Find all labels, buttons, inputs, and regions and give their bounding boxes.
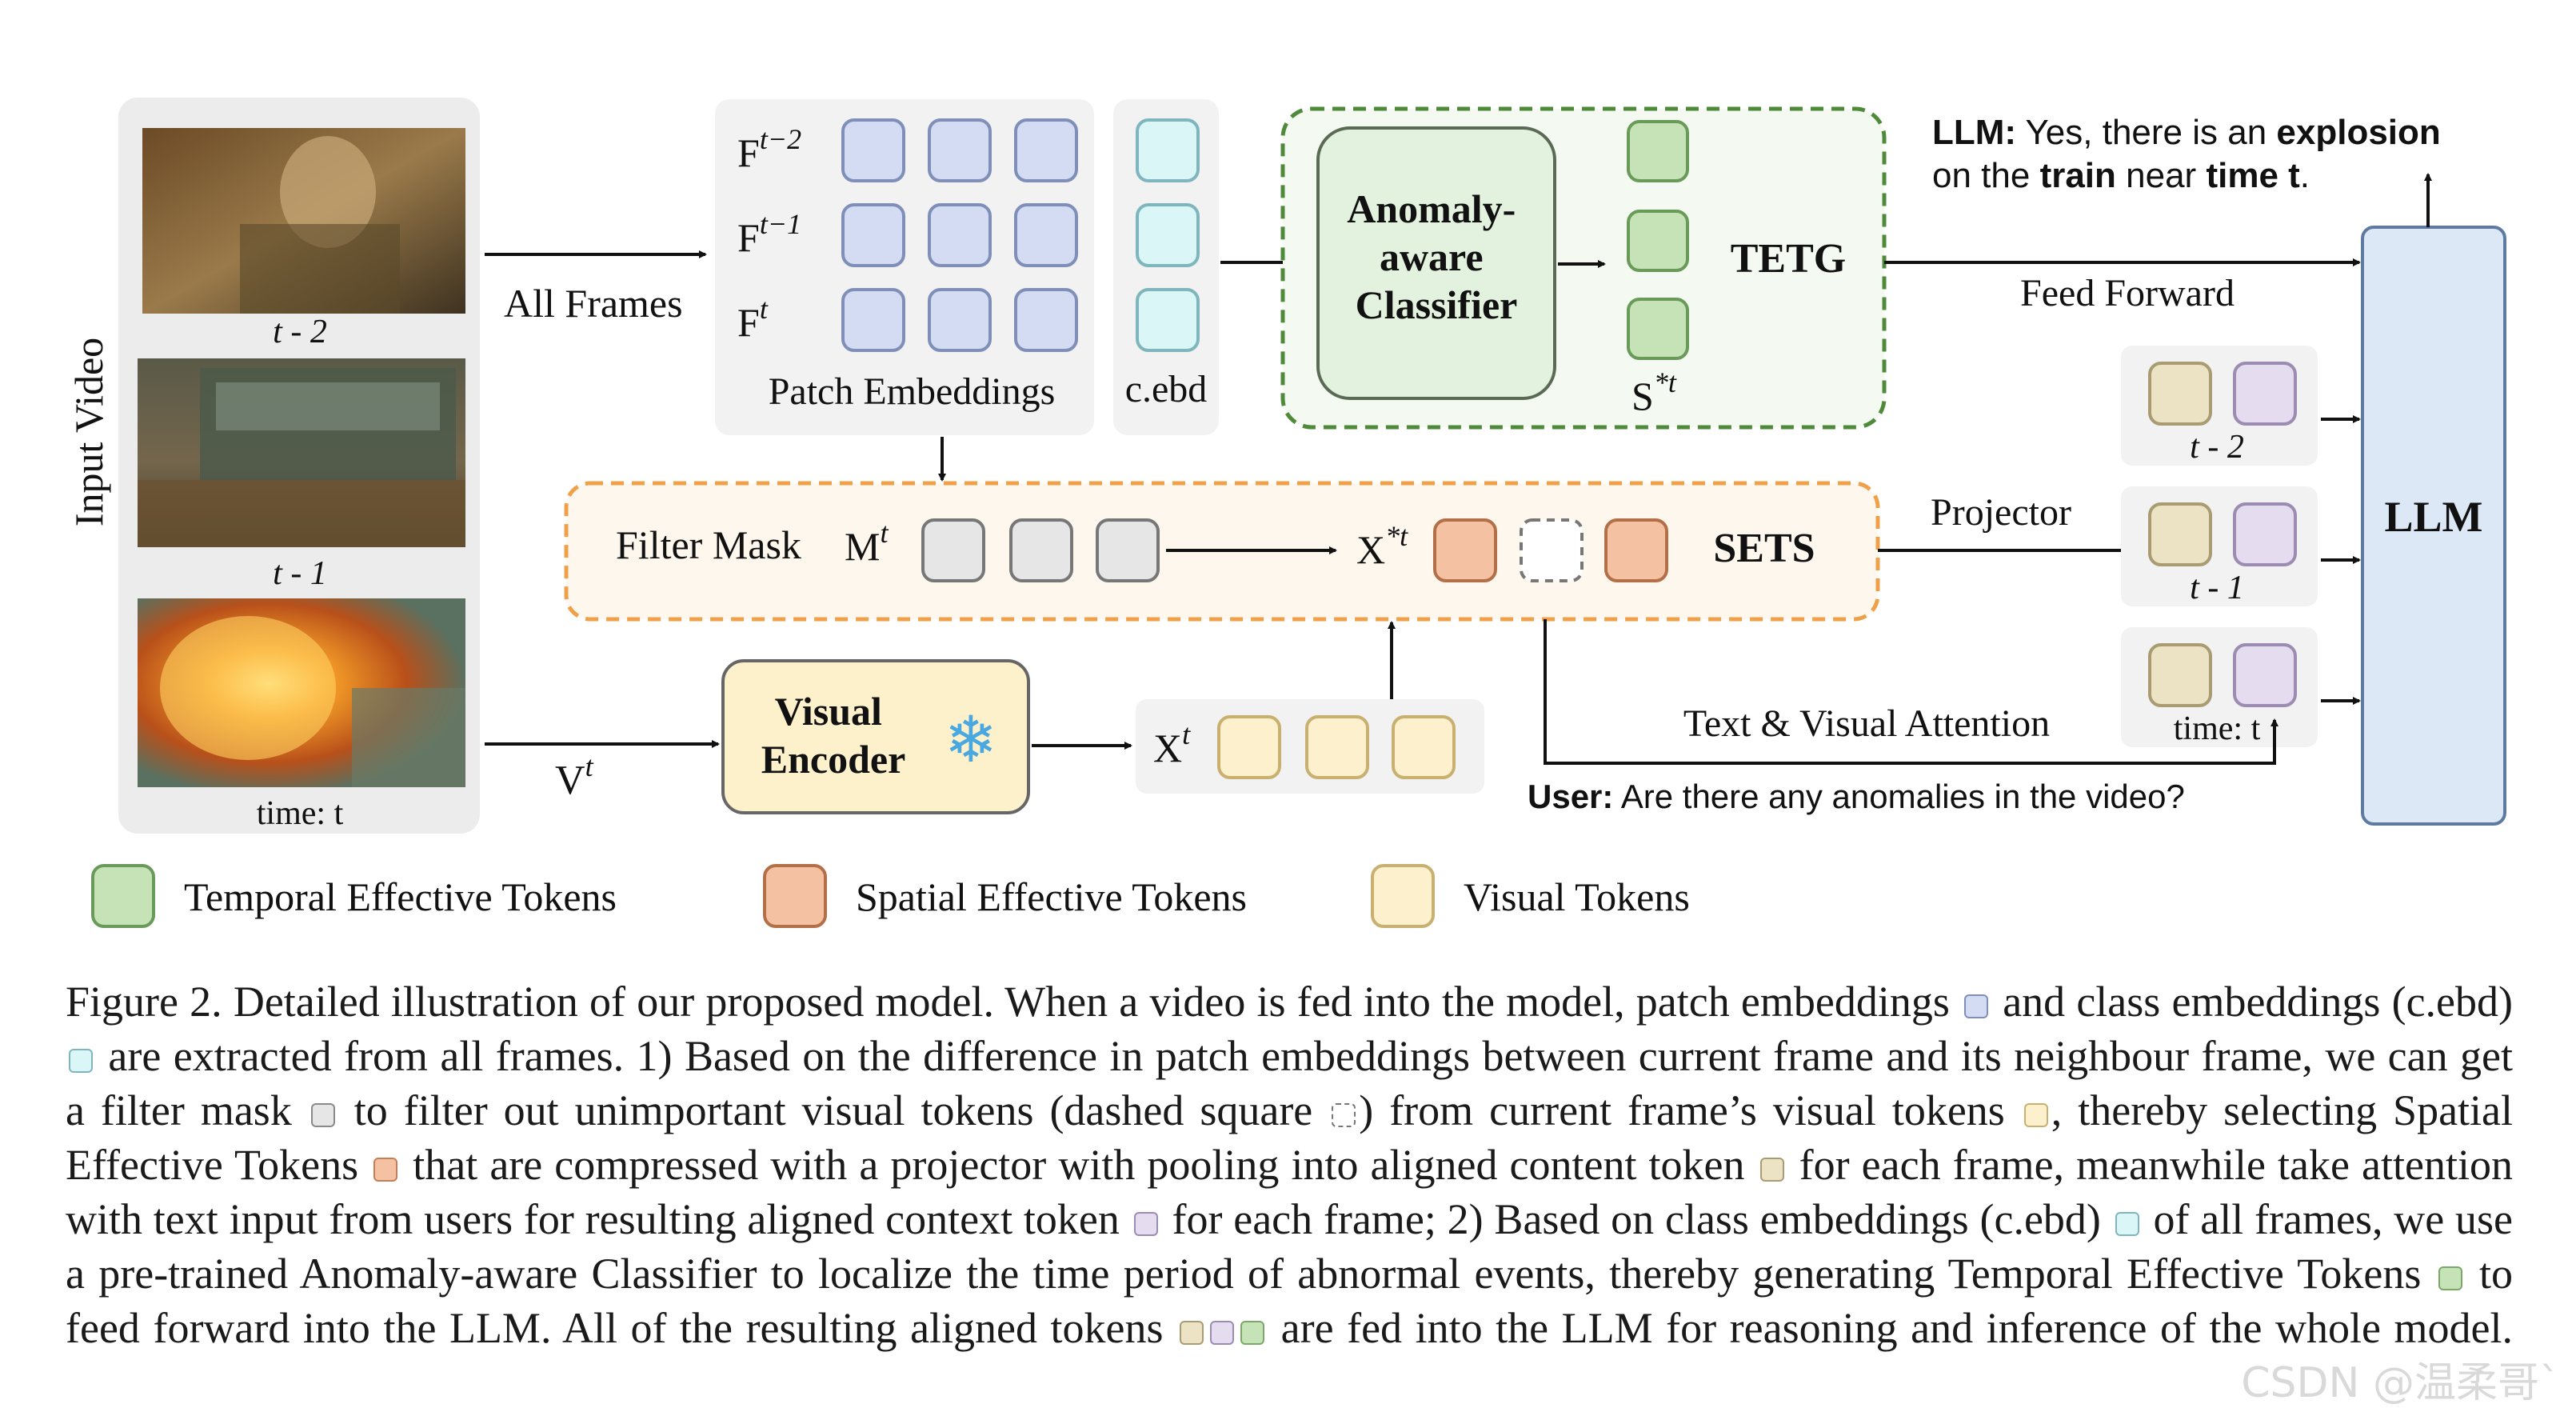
filter-mask-token [1009,518,1073,582]
all-frames-label: All Frames [504,281,683,326]
frame-label: t - 1 [273,555,327,592]
anomaly-aware-classifier [1316,126,1556,400]
legend-label: Spatial Effective Tokens [856,874,1247,919]
class-embedding-square-icon [69,1049,93,1073]
visual-encoder-label: Visual Encoder [761,689,906,782]
llm-label: LLM [2384,493,2482,541]
user-query-text: User: Are there any anomalies in the vid… [1528,778,2185,815]
aligned-context-token [2233,643,2297,707]
patch-embedding-token [928,118,992,182]
tetg-module: Anomaly- aware Classifier S*t TETG [1280,106,1887,430]
legend: Temporal Effective Tokens Spatial Effecti… [91,864,1690,928]
aligned-group-label: t - 2 [2190,429,2244,466]
cebd-caption: c.ebd [1125,368,1208,410]
llm-output-text: LLM: Yes, there is an explosion on the t… [1932,113,2450,195]
filtered-out-token [1520,518,1584,582]
aligned-tokens: t - 2 t - 1 time: t [2121,346,2361,747]
frame-t-minus-2: t - 2 [142,128,465,350]
legend-label: Temporal Effective Tokens [184,874,617,919]
sets-module: Filter Mask Mt X*t SETS [564,481,1880,622]
visual-token-square-icon [2023,1103,2048,1127]
temporal-effective-token [1627,298,1689,360]
patch-embedding-token [1014,118,1078,182]
patch-embedding-square-icon [1964,994,1989,1018]
visual-tokens-panel: Xt [1136,699,1484,794]
spatial-token-square-icon [373,1158,398,1182]
legend-swatch [91,864,155,928]
class-embedding-token [1136,288,1200,352]
patch-embedding-token [928,203,992,267]
frame-t-minus-1: t - 1 [138,358,465,592]
visual-token [1305,715,1369,779]
legend-swatch [763,864,827,928]
patch-row-label: Ft−2 [737,123,801,175]
patch-embedding-token [841,203,905,267]
temporal-token-square-icon [2438,1266,2462,1290]
frame-time-t: time: t [138,598,465,832]
filter-mask-square-icon [310,1103,335,1127]
patch-row-label: Ft [737,293,769,345]
text-visual-attention-label: Text & Visual Attention [1683,702,2050,745]
spatial-effective-token [1433,518,1497,582]
visual-token [1217,715,1281,779]
sets-label: SETS [1713,526,1815,571]
input-video-panel: Input Video t - 2 t - 1 time: t [66,98,480,834]
class-embedding-token [1136,118,1200,182]
patch-row-label: Ft−1 [737,208,801,260]
patch-embedding-token [1014,288,1078,352]
aligned-context-square-icon [1133,1212,1158,1236]
input-video-label: Input Video [66,338,111,526]
aligned-content-square-icon [1759,1158,1784,1182]
dashed-square-icon [1332,1103,1356,1127]
filter-mask-label: Filter Mask [616,522,801,567]
patch-embedding-token [841,288,905,352]
patch-embeddings-caption: Patch Embeddings [769,370,1056,413]
legend-label: Visual Tokens [1464,874,1690,919]
patch-embeddings-panel: Ft−2Ft−1Ft Patch Embeddings c.ebd [715,99,1219,435]
llm-block: LLM [2361,173,2506,826]
frame-label: time: t [257,795,344,832]
temporal-token-square-icon [1240,1321,1265,1345]
watermark: CSDN @温柔哥` [2241,1359,2560,1407]
class-embedding-square-icon [2115,1212,2139,1236]
temporal-effective-token [1627,120,1689,182]
spatial-effective-token [1604,518,1668,582]
vt-label: Vt [555,750,594,803]
xt-label: Xt [1153,718,1191,770]
aligned-group-label: time: t [2174,710,2261,747]
aligned-content-token [2148,643,2212,707]
x-star-t-label: X*t [1356,520,1408,572]
class-embedding-token [1136,203,1200,267]
aligned-context-token [2233,362,2297,426]
legend-swatch [1371,864,1435,928]
frame-label: t - 2 [273,314,327,350]
mt-label: Mt [845,517,889,569]
aligned-content-square-icon [1180,1321,1204,1345]
classifier-label: Anomaly- aware Classifier [1347,186,1526,327]
patch-embedding-token [1014,203,1078,267]
s-star-t-label: S*t [1631,366,1677,418]
text-visual-attention-arrow [1544,619,2278,765]
temporal-effective-token [1627,210,1689,272]
aligned-context-token [2233,502,2297,566]
aligned-content-token [2148,362,2212,426]
visual-token [1392,715,1456,779]
filter-mask-token [1096,518,1160,582]
figure-caption: Figure 2. Detailed illustration of our p… [66,978,2514,1352]
projector-label: Projector [1931,491,2071,534]
aligned-group-label: t - 1 [2190,570,2244,606]
feed-forward-label: Feed Forward [2020,272,2235,314]
tetg-label: TETG [1731,236,1847,282]
filter-mask-token [921,518,985,582]
aligned-content-token [2148,502,2212,566]
snowflake-icon: ❄ [944,704,997,775]
aligned-context-square-icon [1210,1321,1235,1345]
architecture-diagram: Input Video t - 2 t - 1 time: t All Fram… [66,98,2506,928]
patch-embedding-token [841,118,905,182]
patch-embedding-token [928,288,992,352]
visual-encoder: Visual Encoder ❄ [721,659,1030,814]
